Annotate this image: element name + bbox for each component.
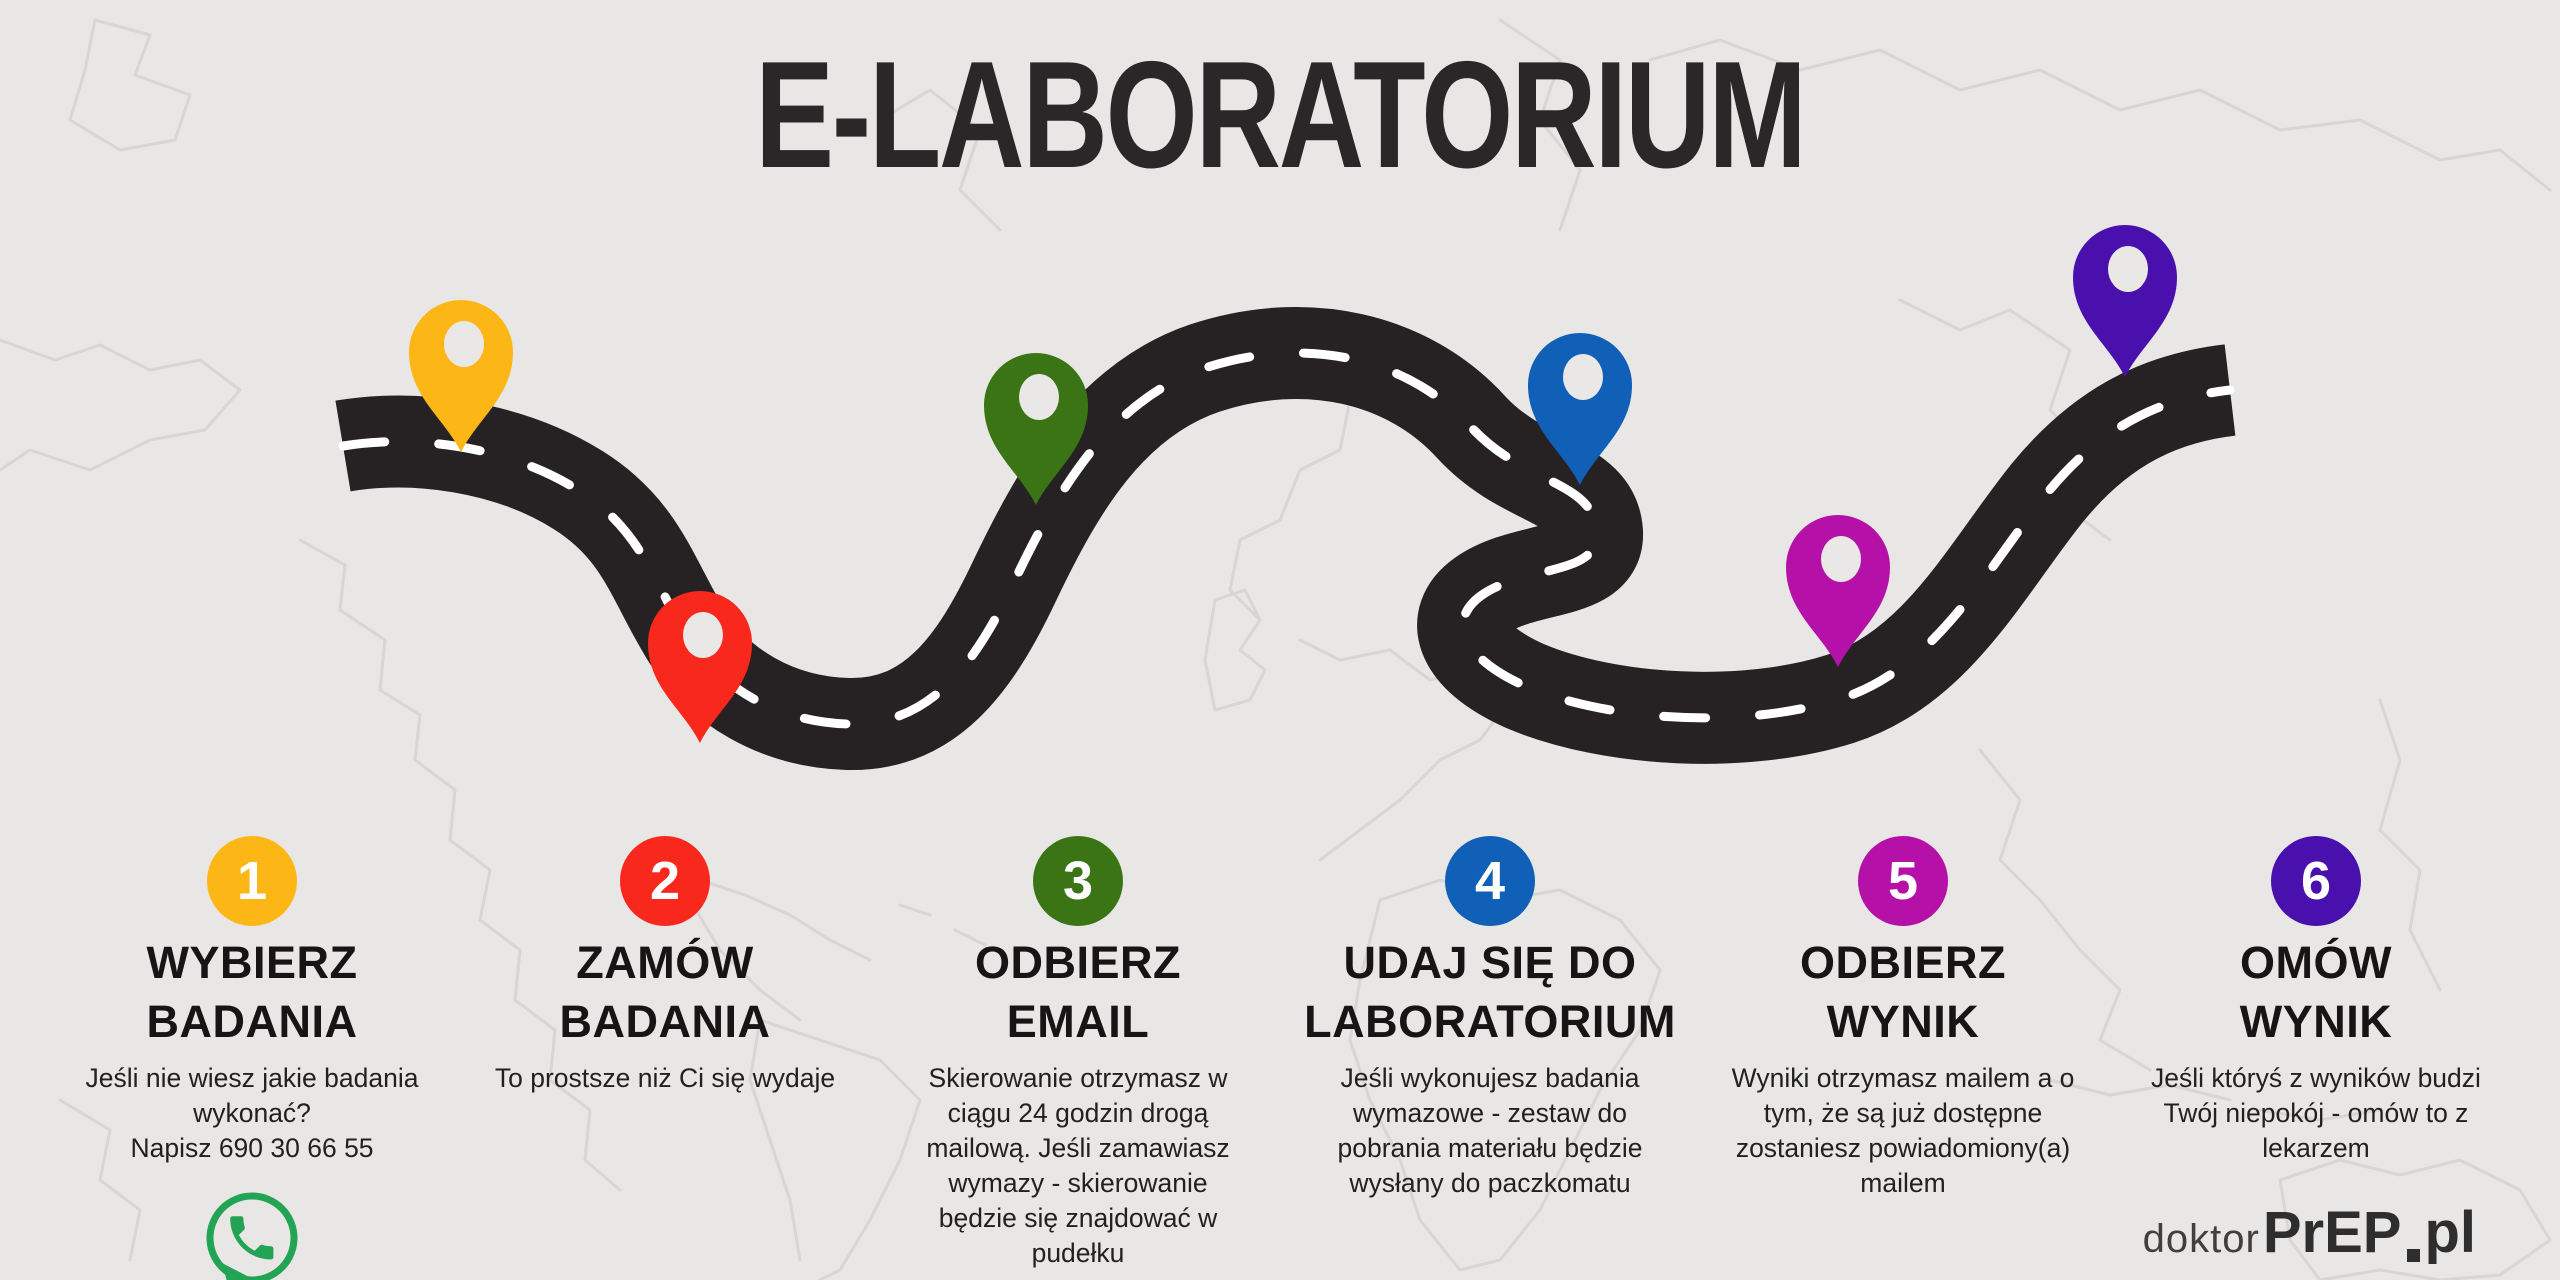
step-6-description: Jeśli któryś z wyników budzi Twój niepok… xyxy=(2151,1063,2481,1163)
map-pin-step-5 xyxy=(1786,515,1890,667)
step-4-heading: UDAJ SIĘ DO LABORATORIUM xyxy=(1304,937,1676,1047)
logo-prefix: doktor xyxy=(2142,1217,2260,1261)
step-1-description: Jeśli nie wiesz jakie badania wykonać? N… xyxy=(85,1063,419,1163)
step-3: 3 ODBIERZ EMAIL Skierowanie otrzymasz w … xyxy=(868,836,1288,1271)
whatsapp-phone-icon xyxy=(192,1178,312,1280)
world-map-background xyxy=(0,18,2552,1280)
logo-separator-dot: . xyxy=(2407,1249,2421,1262)
map-pin-step-4 xyxy=(1528,333,1632,485)
step-1: 1 WYBIERZ BADANIA Jeśli nie wiesz jakie … xyxy=(42,836,462,1280)
step-5-number-badge: 5 xyxy=(1858,836,1948,926)
step-4: 4 UDAJ SIĘ DO LABORATORIUM Jeśli wykonuj… xyxy=(1280,836,1700,1201)
step-3-heading: ODBIERZ EMAIL xyxy=(975,937,1181,1047)
step-4-description: Jeśli wykonujesz badania wymazowe - zest… xyxy=(1337,1063,1643,1198)
step-1-number: 1 xyxy=(236,851,268,911)
map-pin-step-6 xyxy=(2073,225,2177,377)
map-pin-step-1 xyxy=(409,300,513,452)
step-5: 5 ODBIERZ WYNIK Wyniki otrzymasz mailem … xyxy=(1693,836,2113,1201)
page-title: E-LABORATORIUM xyxy=(755,30,1807,200)
step-2: 2 ZAMÓW BADANIA To prostsze niż Ci się w… xyxy=(455,836,875,1096)
step-2-number-badge: 2 xyxy=(620,836,710,926)
step-6-number: 6 xyxy=(2300,851,2332,911)
step-3-number-badge: 3 xyxy=(1033,836,1123,926)
step-2-description: To prostsze niż Ci się wydaje xyxy=(494,1063,836,1093)
step-5-description: Wyniki otrzymasz mailem a o tym, że są j… xyxy=(1731,1063,2075,1198)
step-5-number: 5 xyxy=(1887,851,1919,911)
page-title-wrap: E-LABORATORIUM xyxy=(0,28,2560,203)
step-1-heading: WYBIERZ BADANIA xyxy=(146,937,358,1047)
step-5-heading: ODBIERZ WYNIK xyxy=(1800,937,2006,1047)
step-3-number: 3 xyxy=(1062,851,1094,911)
step-3-description: Skierowanie otrzymasz w ciągu 24 godzin … xyxy=(926,1063,1230,1268)
step-4-number-badge: 4 xyxy=(1445,836,1535,926)
step-1-number-badge: 1 xyxy=(207,836,297,926)
logo-tld: pl xyxy=(2424,1200,2476,1265)
step-4-number: 4 xyxy=(1474,851,1506,911)
step-6: 6 OMÓW WYNIK Jeśli któryś z wyników budz… xyxy=(2106,836,2526,1166)
brand-logo: doktor PrEP . pl xyxy=(2143,1199,2476,1266)
step-2-number: 2 xyxy=(649,851,681,911)
step-2-heading: ZAMÓW BADANIA xyxy=(559,937,771,1047)
step-6-heading: OMÓW WYNIK xyxy=(2239,937,2393,1047)
step-6-number-badge: 6 xyxy=(2271,836,2361,926)
map-pin-step-3 xyxy=(984,353,1088,505)
map-pin-step-2 xyxy=(648,591,752,743)
logo-brand: PrEP xyxy=(2262,1200,2402,1265)
